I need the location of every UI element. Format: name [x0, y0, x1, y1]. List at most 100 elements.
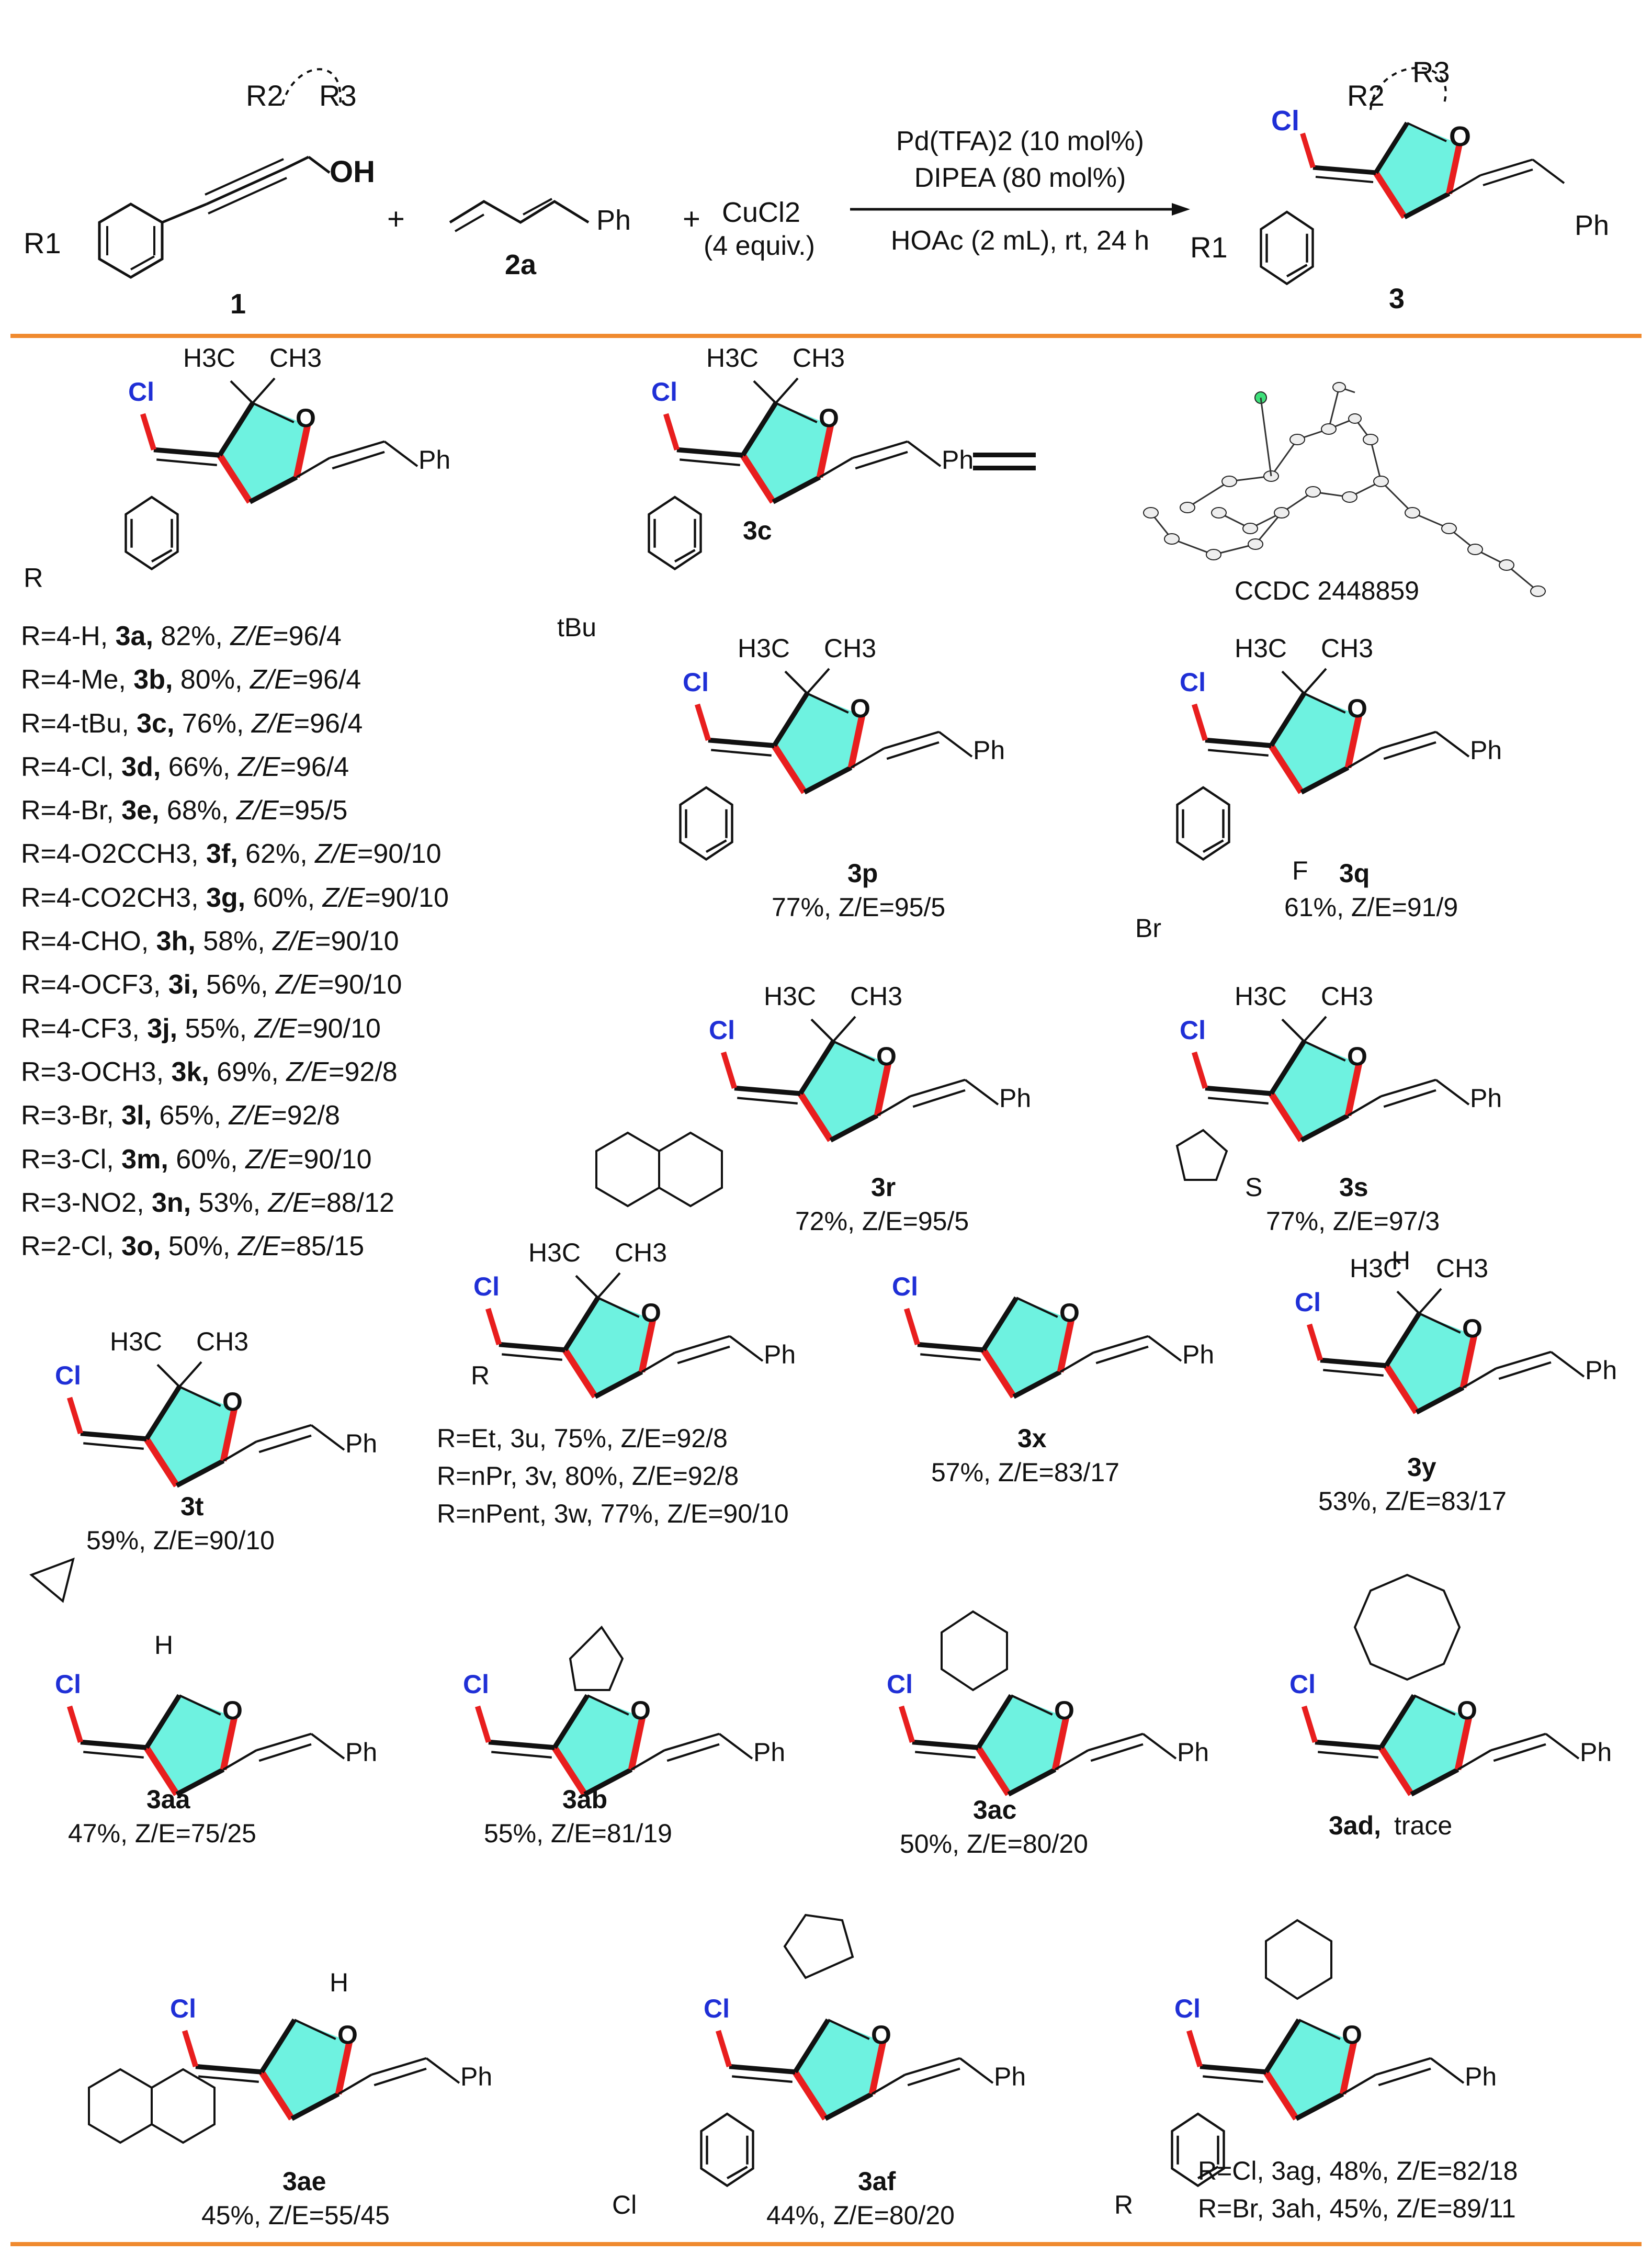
scheme-drawing: [98, 67, 1652, 335]
p3ag-cl-label: Cl: [1174, 1994, 1201, 2023]
substituent-id: 3a,: [115, 621, 153, 651]
p3p-cl-label: Cl: [683, 668, 709, 697]
line-3agah: R=Cl, 3ag, 48%, Z/E=82/18: [1198, 2156, 1518, 2186]
p3t-cl-label: Cl: [55, 1361, 81, 1390]
p3ac-ph-label: Ph: [1177, 1738, 1209, 1767]
substituent-rest: 50%,: [161, 1231, 238, 1262]
yield-3y: 53%, Z/E=83/17: [1318, 1486, 1507, 1516]
substituent-r: R=4-Cl,: [21, 751, 122, 782]
r-3u: R: [471, 1361, 490, 1390]
dimethyl-fragment: [811, 1017, 855, 1041]
phenyl-fragment: [649, 497, 701, 569]
substituent-row: R=4-CHO, 3h, 58%, Z/E=90/10: [21, 920, 449, 963]
label-3ad: 3ad,: [1329, 1811, 1382, 1840]
core-fragment: [907, 1298, 1181, 1396]
ccdc-caption: CCDC 2448859: [1235, 576, 1419, 605]
naphthyl-ring-a: [658, 1131, 723, 1208]
p3p-structure: [681, 669, 972, 860]
p3y-o-label: O: [1462, 1314, 1483, 1343]
p3r-cl-label: Cl: [709, 1016, 735, 1045]
substituent-ze: Z/E: [230, 621, 273, 651]
p3x-o-label: O: [1059, 1298, 1080, 1327]
p3q-cl-label: Cl: [1180, 668, 1206, 697]
substituent-ze: Z/E: [315, 839, 358, 870]
p3y-cl-label: Cl: [1295, 1288, 1321, 1317]
yield-3ae: 45%, Z/E=55/45: [201, 2201, 390, 2230]
substituent-ze: Z/E: [237, 1231, 280, 1262]
plus-2: +: [683, 202, 700, 236]
substituent-val: =90/10: [288, 1144, 372, 1175]
p3y-ph-label: Ph: [1585, 1356, 1617, 1385]
p3ad-structure: [1304, 1695, 1579, 1794]
p-r3-label: R3: [1412, 55, 1450, 88]
cl-3af-sub: Cl: [612, 2190, 637, 2220]
label-3t: 3t: [180, 1492, 204, 1521]
naphthyl-ring-b: [595, 1131, 660, 1208]
p3s-ch3-label: CH3: [1321, 982, 1374, 1011]
substituent-ze: Z/E: [254, 1013, 297, 1044]
p3s-structure: [1194, 1017, 1469, 1140]
p3a-o-label: O: [296, 403, 316, 433]
substituent-rest: 76%,: [174, 708, 252, 739]
p3q-ch3-label: CH3: [1321, 634, 1374, 663]
substituent-val: =92/8: [271, 1100, 340, 1131]
phenyl-fragment: [126, 497, 178, 569]
f-3q: F: [1292, 856, 1308, 885]
p-r2-label: R2: [1347, 79, 1385, 112]
substituent-id: 3k,: [171, 1056, 209, 1087]
p3c-cl-label: Cl: [651, 377, 677, 407]
cyclopropyl-ring: [29, 1557, 75, 1603]
p3q-o-label: O: [1347, 694, 1367, 723]
label-3s: 3s: [1339, 1173, 1368, 1202]
dimethyl-fragment: [754, 378, 798, 403]
line-3uvw: R=Et, 3u, 75%, Z/E=92/8: [437, 1424, 728, 1453]
r1-label: R1: [24, 227, 61, 260]
p3y-ch3-label: CH3: [1436, 1254, 1489, 1283]
p3x-cl-label: Cl: [892, 1272, 918, 1301]
substituent-rest: 56%,: [198, 970, 276, 1000]
p3a-h3c-label: H3C: [183, 343, 236, 373]
label-3q: 3q: [1339, 859, 1370, 888]
substituent-id: 3o,: [121, 1231, 161, 1262]
dimethyl-fragment: [157, 1362, 201, 1387]
label-3ab: 3ab: [562, 1785, 608, 1814]
p3c-ph-label: Ph: [942, 445, 974, 475]
thiophene-ring: [1175, 1129, 1228, 1181]
h-3ae: H: [330, 1968, 349, 1997]
core-fragment: [70, 1387, 344, 1485]
substituent-rest: 68%,: [159, 795, 236, 826]
p3ab-cl-label: Cl: [463, 1670, 489, 1699]
reaction-scheme: R1 R2 R3 OH 1 + Ph 2a + CuCl2 (4 equiv.)…: [0, 0, 1652, 335]
p3t-o-label: O: [222, 1387, 243, 1416]
label-3r: 3r: [871, 1173, 896, 1202]
substituent-row: R=4-CO2CH3, 3g, 60%, Z/E=90/10: [21, 876, 449, 920]
core-fragment: [901, 1695, 1176, 1794]
substituent-row: R=4-CF3, 3j, 55%, Z/E=90/10: [21, 1007, 449, 1051]
r3-label: R3: [319, 79, 357, 112]
substituent-r: R=2-Cl,: [21, 1231, 122, 1262]
substituent-id: 3e,: [121, 795, 160, 826]
dimethyl-fragment: [1397, 1289, 1441, 1313]
core-fragment: [1309, 1313, 1584, 1412]
substituent-ze: Z/E: [268, 1187, 311, 1218]
substituent-rest: 55%,: [177, 1013, 255, 1044]
p3ab-ph-label: Ph: [753, 1738, 786, 1767]
label-3aa: 3aa: [146, 1785, 190, 1814]
substituent-ze: Z/E: [250, 664, 292, 695]
substituent-id: 3h,: [156, 926, 196, 957]
p3aa-ph-label: Ph: [345, 1738, 378, 1767]
substituent-r: R=4-CO2CH3,: [21, 882, 206, 913]
p3ae-structure: [185, 2020, 459, 2119]
p3u-cl-label: Cl: [473, 1272, 500, 1301]
substituent-row: R=3-OCH3, 3k, 69%, Z/E=92/8: [21, 1051, 449, 1094]
substituent-r: R=4-Me,: [21, 664, 134, 695]
substituent-id: 3j,: [147, 1013, 178, 1044]
p3ae-cl-label: Cl: [170, 1994, 196, 2023]
substituent-r: R=4-H,: [21, 621, 116, 651]
p3q-ph-label: Ph: [1470, 736, 1502, 765]
substituent-val: =90/10: [297, 1013, 381, 1044]
dimethyl-fragment: [785, 669, 829, 693]
p3ac-o-label: O: [1054, 1696, 1074, 1725]
p3ag-o-label: O: [1342, 2020, 1362, 2049]
yield-3s: 77%, Z/E=97/3: [1266, 1207, 1440, 1236]
